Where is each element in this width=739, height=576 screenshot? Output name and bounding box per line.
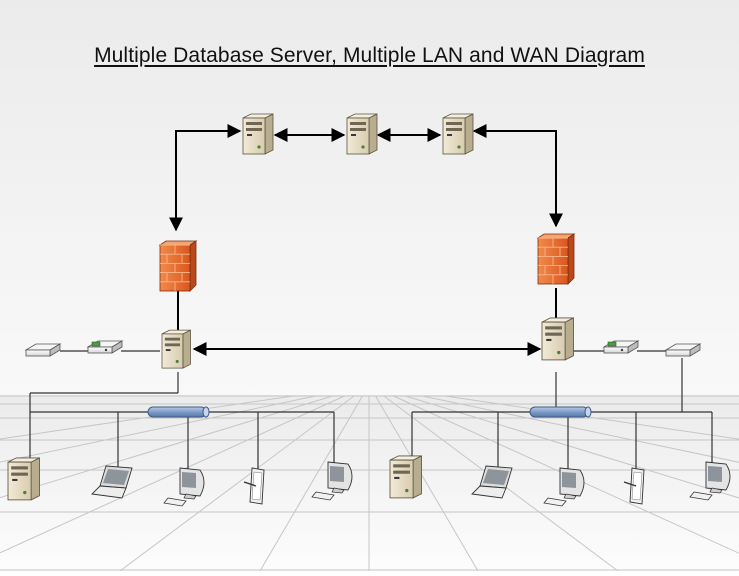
lan-right-node-desktop-2 [689, 461, 731, 501]
firewall-right [536, 233, 576, 285]
lan-right-node-desktop-1 [543, 467, 585, 507]
hub-left [147, 406, 210, 418]
wan-server-center [346, 113, 378, 155]
lan-left-node-laptop [91, 465, 133, 499]
lan-right-modem-icon [664, 343, 702, 357]
lan-left-node-server [7, 457, 40, 501]
device-icons [7, 113, 731, 507]
diagram-title: Multiple Database Server, Multiple LAN a… [94, 44, 645, 67]
lan-left-node-desktop-1 [163, 467, 205, 507]
lan-left-node-desktop-2 [311, 461, 353, 501]
lan-right-database-server [541, 317, 574, 361]
lan-left-modem-icon [24, 343, 62, 357]
wan-server-left [242, 113, 274, 155]
wan-link-left [169, 124, 242, 232]
lan-left-node-tablet [243, 467, 265, 505]
lan-left-database-server [161, 329, 191, 369]
lan-right-node-tablet [623, 467, 645, 505]
hub-right [529, 406, 592, 418]
lan-right-node-laptop [471, 465, 513, 499]
wan-links [169, 124, 563, 356]
lan-right-node-server [389, 455, 422, 499]
lan-left-router-icon [86, 340, 124, 354]
wan-link-right [472, 124, 563, 228]
wan-server-right [442, 113, 474, 155]
lan-right-router-icon [602, 340, 640, 354]
firewall-left [158, 240, 198, 292]
